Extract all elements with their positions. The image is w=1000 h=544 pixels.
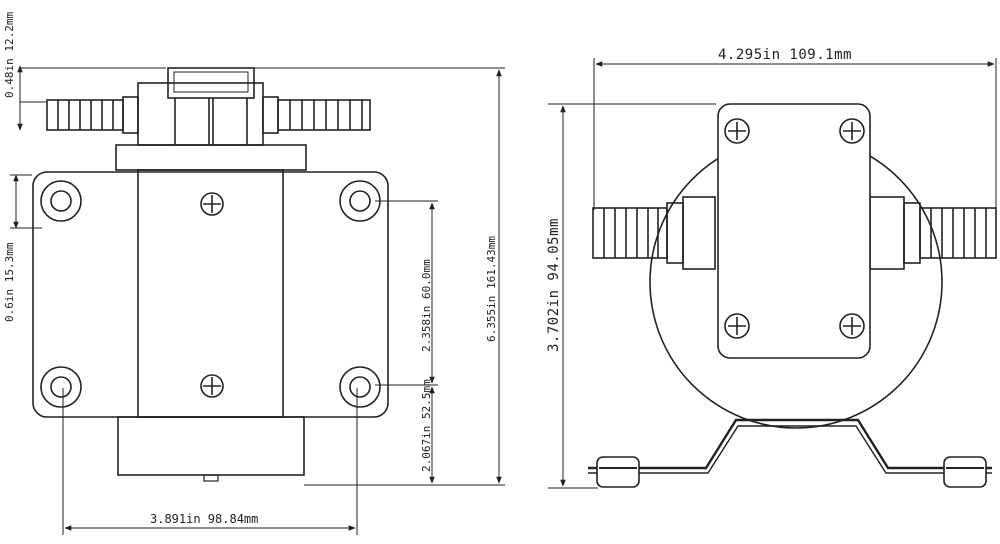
screw-top (200, 192, 224, 216)
pump-head-plate (717, 103, 871, 359)
foot-right (943, 456, 987, 488)
dim-mount-spacing-horizontal-label: 3.891in 98.84mm (150, 512, 258, 526)
top-view (32, 67, 389, 482)
front-screw-top-right (839, 118, 865, 144)
mount-hole-bottom-left (40, 366, 82, 408)
flange-plate (115, 144, 307, 171)
inlet-cap-inner (173, 71, 249, 93)
dim-front-width-label: 4.295in 109.1mm (718, 47, 852, 63)
dim-mount-spacing-vertical-label: 2.358in 60.0mm (420, 259, 433, 352)
inlet-cap (167, 67, 255, 99)
screw-bottom (200, 374, 224, 398)
mount-hole-top-right (339, 180, 381, 222)
motor-body (137, 169, 284, 418)
dim-mount-offset-label: 0.6in 15.3mm (3, 242, 16, 322)
dim-front-height-label: 3.702in 94.05mm (546, 218, 562, 352)
front-screw-bottom-left (724, 313, 750, 339)
mount-hole-top-left (40, 180, 82, 222)
top-view-dimensions (10, 65, 505, 535)
base-block (117, 416, 305, 476)
front-view-dimensions (548, 58, 997, 489)
dim-base-height-label: 2.067in 52.5mm (420, 379, 433, 472)
left-hose-barb (46, 96, 139, 134)
front-left-hose-barb (592, 196, 716, 270)
right-hose-barb (262, 96, 371, 134)
front-screw-bottom-right (839, 313, 865, 339)
dim-total-height-label: 6.355in 161.43mm (485, 236, 498, 342)
front-screw-top-left (724, 118, 750, 144)
mounting-bracket-edge (588, 425, 992, 474)
front-view (588, 103, 997, 488)
mount-hole-bottom-right (339, 366, 381, 408)
foot-left (596, 456, 640, 488)
mounting-bracket (588, 418, 992, 470)
mounting-plate (32, 171, 389, 418)
dim-inlet-height-label: 0.48in 12.2mm (3, 12, 16, 98)
